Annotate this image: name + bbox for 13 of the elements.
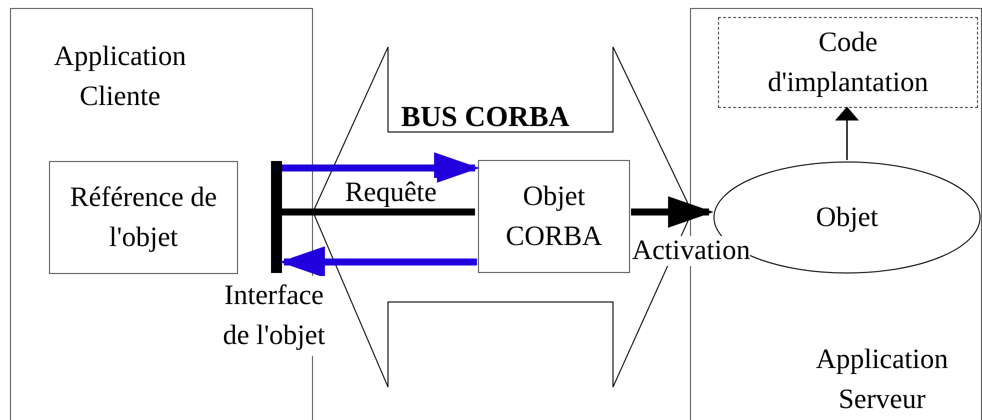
arrow [631, 196, 712, 228]
interface-bar [271, 161, 282, 273]
bus-title: BUS CORBA [401, 100, 570, 135]
dashed-box: Code d'implantation [718, 17, 978, 108]
panel-title: Application Cliente [52, 40, 188, 114]
arrow [280, 246, 477, 278]
process-box: Référence de l'objet [49, 161, 238, 274]
process-box: Objet CORBA [478, 160, 630, 273]
arrow [282, 152, 478, 184]
panel-title: Application Serveur [814, 343, 950, 417]
edge-label: Activation [632, 236, 750, 266]
edge-label: Requête [345, 178, 437, 208]
node-text: Objet [816, 200, 878, 234]
